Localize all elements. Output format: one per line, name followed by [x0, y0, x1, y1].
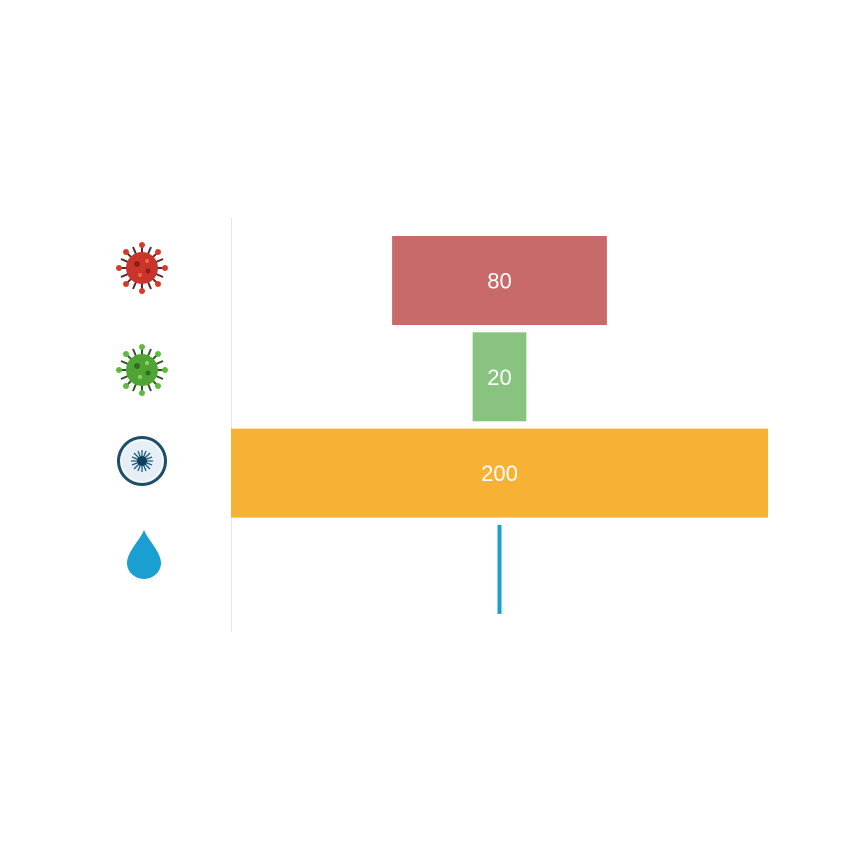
- blue-cell-icon: [117, 436, 167, 486]
- bar-value-label: 20: [487, 365, 511, 390]
- bar-red-virus: [392, 236, 607, 325]
- bar-green-virus: [472, 332, 527, 422]
- bar-value-label: 80: [487, 269, 511, 294]
- water-drop-icon: [127, 530, 161, 579]
- bars-layer: [231, 236, 768, 614]
- bar-blue-cell: [231, 428, 768, 518]
- green-virus-icon: [116, 344, 168, 396]
- red-virus-icon: [116, 242, 168, 294]
- bar-water-drop: [497, 524, 502, 614]
- labels-layer: 80 20 200: [481, 269, 518, 487]
- bar-value-label: 200: [481, 461, 518, 486]
